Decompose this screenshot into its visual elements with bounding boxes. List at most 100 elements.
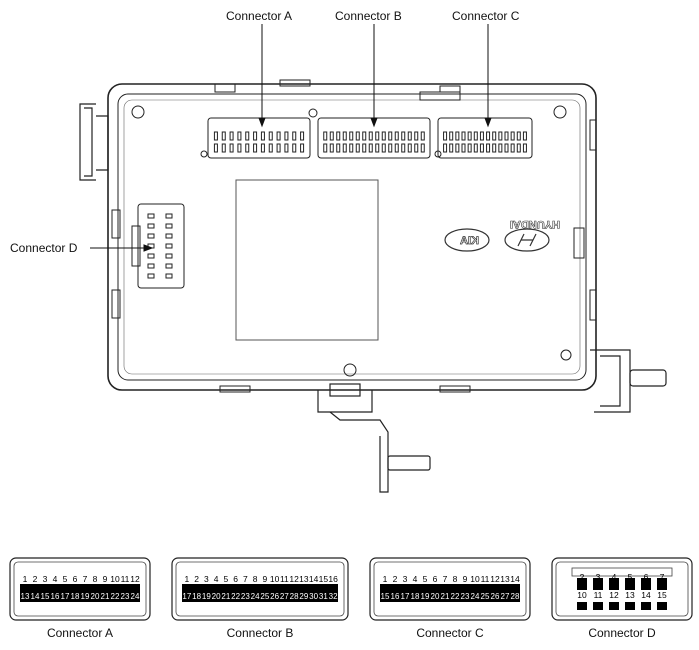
pin-number-top: 12 [289, 574, 299, 584]
socket-pin [394, 143, 399, 153]
pin-number-bottom: 20 [431, 592, 440, 601]
socket-pin [260, 143, 265, 153]
pin-cavity [625, 602, 635, 610]
socket-connector-c [437, 117, 533, 159]
pin-number-bottom: 24 [471, 592, 480, 601]
socket-pin [368, 131, 373, 141]
socket-pin [323, 131, 328, 141]
socket-pin [498, 131, 503, 141]
socket-pin [253, 131, 258, 141]
pin-number-top: 12 [490, 574, 500, 584]
pin-number-top: 5 [423, 574, 428, 584]
pin-number-bottom: 17 [401, 592, 410, 601]
socket-pin [467, 131, 472, 141]
socket-pin [284, 131, 289, 141]
pin-number-top: 7 [83, 574, 88, 584]
pin-number-bottom: 27 [501, 592, 510, 601]
kia-text: KIA [460, 235, 479, 247]
socket-pin [449, 131, 454, 141]
pin-number-top: 4 [214, 574, 219, 584]
socket-pin [443, 131, 448, 141]
pin-number-bottom: 15 [657, 590, 667, 600]
pin-number-top: 7 [443, 574, 448, 584]
socket-pin [479, 143, 484, 153]
socket-pin [492, 143, 497, 153]
pin-number-bottom: 13 [625, 590, 635, 600]
socket-pin [213, 143, 218, 153]
pin-number-bottom: 10 [577, 590, 587, 600]
pin-number-top: 10 [270, 574, 280, 584]
caption-connector-a: Connector A [46, 626, 114, 640]
pin-cavity [609, 578, 619, 590]
socket-pin [516, 143, 521, 153]
pin-number-top: 4 [413, 574, 418, 584]
pin-number-bottom: 14 [31, 592, 40, 601]
socket-pin [522, 143, 527, 153]
socket-pin [362, 143, 367, 153]
latch-slot [571, 567, 673, 577]
pin-number-bottom: 22 [231, 592, 240, 601]
pin-cavity [593, 578, 603, 590]
pin-number-top: 11 [280, 574, 289, 584]
pin-number-bottom: 31 [319, 592, 328, 601]
pin-number-bottom: 16 [51, 592, 60, 601]
pin-number-bottom: 12 [609, 590, 619, 600]
pin-cavity [609, 602, 619, 610]
pin-number-bottom: 24 [251, 592, 260, 601]
socket-pin [455, 131, 460, 141]
pin-number-top: 6 [233, 574, 238, 584]
pin-number-top: 11 [481, 574, 490, 584]
pin-number-bottom: 13 [21, 592, 30, 601]
pin-number-bottom: 14 [641, 590, 651, 600]
callout-connector-d: Connector D [10, 241, 78, 255]
pin-band-top [380, 584, 520, 588]
socket-pin [237, 143, 242, 153]
pin-number-bottom: 18 [192, 592, 201, 601]
socket-pin [449, 143, 454, 153]
socket-pin [237, 131, 242, 141]
pin-number-bottom: 23 [241, 592, 250, 601]
socket-connector-d [131, 203, 185, 289]
pin-number-top: 6 [433, 574, 438, 584]
pin-number-top: 2 [33, 574, 38, 584]
pin-number-top: 2 [580, 572, 585, 582]
pin-number-top: 2 [393, 574, 398, 584]
pin-number-top: 6 [644, 572, 649, 582]
socket-pin [260, 131, 265, 141]
socket-pin [473, 131, 478, 141]
pin-cavity [577, 578, 587, 590]
pin-number-top: 5 [628, 572, 633, 582]
socket-pin [165, 213, 173, 219]
pin-number-bottom: 18 [71, 592, 80, 601]
socket-pin [486, 131, 491, 141]
socket-pin [284, 143, 289, 153]
pin-number-top: 1 [383, 574, 388, 584]
socket-pin [381, 131, 386, 141]
socket-pin [165, 243, 173, 249]
pin-number-top: 7 [660, 572, 665, 582]
socket-pin [147, 273, 155, 279]
pin-number-top: 14 [309, 574, 319, 584]
pin-number-bottom: 32 [329, 592, 338, 601]
pin-band [380, 588, 520, 602]
socket-pin [362, 131, 367, 141]
logo-area: HYUNDAI KIA [444, 218, 560, 252]
socket-pin [401, 143, 406, 153]
socket-pin [510, 131, 515, 141]
pin-number-top: 10 [110, 574, 120, 584]
pin-number-bottom: 17 [182, 592, 191, 601]
socket-pin [323, 143, 328, 153]
pin-number-bottom: 23 [121, 592, 130, 601]
pin-number-bottom: 17 [61, 592, 70, 601]
socket-pin [292, 131, 297, 141]
pin-number-bottom: 20 [212, 592, 221, 601]
socket-pin [253, 143, 258, 153]
right-mounting-bracket [590, 349, 667, 413]
caption-connector-b: Connector B [226, 626, 294, 640]
socket-pin [342, 143, 347, 153]
socket-pin [147, 223, 155, 229]
socket-pin [394, 131, 399, 141]
pin-number-top: 6 [73, 574, 78, 584]
